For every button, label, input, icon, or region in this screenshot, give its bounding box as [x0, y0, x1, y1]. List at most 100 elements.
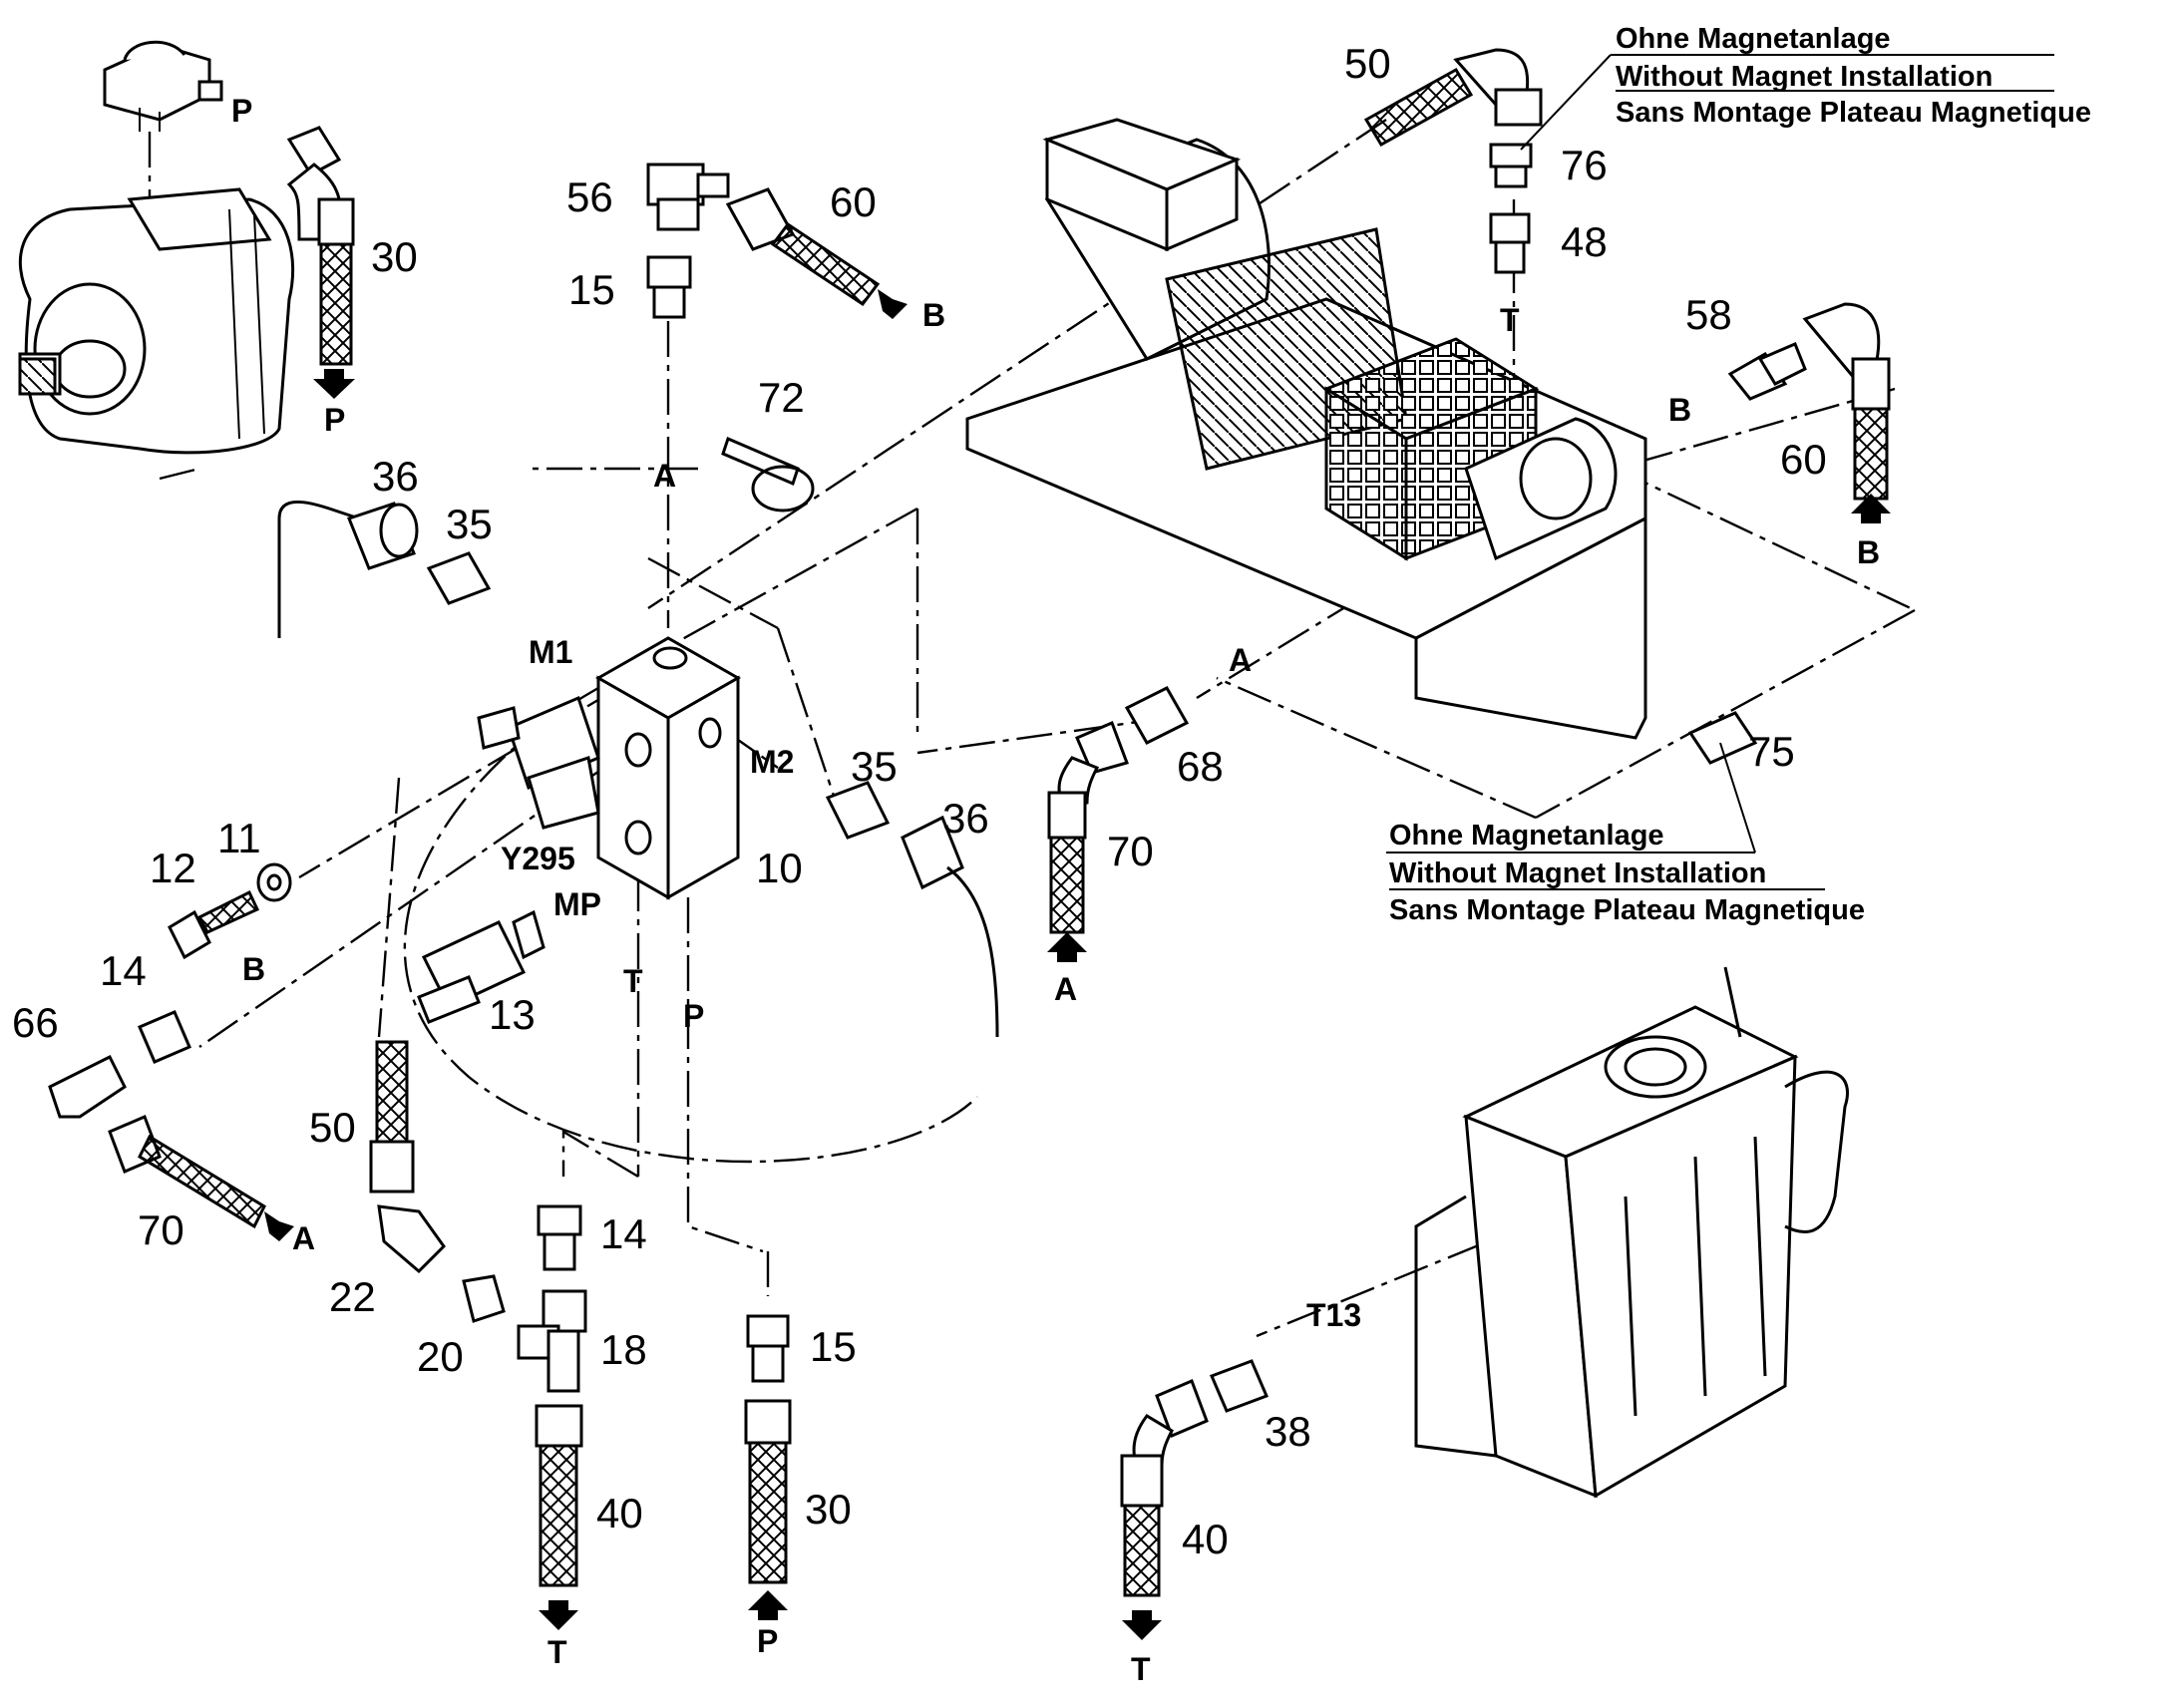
hose-60-right: [1802, 302, 1891, 501]
arrow-up-b-right: [1851, 494, 1891, 523]
hose-36-right: [901, 815, 999, 1038]
fitting-68: [1124, 686, 1190, 745]
port-labels: P P B A T B B M1 M2 A A Y295 MP B T P A …: [231, 93, 1880, 1687]
port-label-t13: T13: [1306, 1297, 1361, 1333]
port-label-a: A: [1054, 971, 1077, 1007]
part-label-75: 75: [1748, 728, 1795, 775]
part-label-40: 40: [596, 1490, 643, 1537]
arrow-right-b-top: [878, 289, 908, 319]
svg-text:Ohne Magnetanlage: Ohne Magnetanlage: [1616, 23, 1891, 55]
part-label-30: 30: [371, 233, 418, 280]
port-label-m2: M2: [750, 744, 794, 780]
port-label-p: P: [757, 1623, 778, 1659]
port-label-mp: MP: [553, 886, 601, 922]
part-label-56: 56: [566, 173, 613, 220]
port-label-p: P: [324, 402, 345, 438]
part-label-60: 60: [830, 178, 877, 225]
part-label-48: 48: [1561, 218, 1608, 265]
svg-text:Ohne Magnetanlage: Ohne Magnetanlage: [1389, 820, 1664, 852]
hose-30-bottom: [744, 1399, 792, 1584]
port-label-y295: Y295: [501, 841, 575, 876]
part-label-72: 72: [758, 374, 805, 421]
part-label-58: 58: [1685, 291, 1732, 338]
solenoid-valve-y295: [477, 695, 600, 830]
fitting-48: [1489, 212, 1531, 274]
arrow-down-t-bottom: [539, 1600, 578, 1630]
hose-70-right: [1047, 721, 1129, 934]
fitting-14-bottom: [537, 1204, 582, 1271]
fitting-35-right: [825, 781, 891, 840]
part-label-38: 38: [1265, 1408, 1311, 1455]
part-label-35: 35: [446, 501, 493, 547]
arrow-down-t-right: [1122, 1610, 1162, 1640]
part-label-15: 15: [568, 266, 615, 313]
fitting-14-left: [138, 1010, 191, 1064]
hose-50-top: [1363, 48, 1543, 148]
part-label-14: 14: [600, 1210, 647, 1257]
part-label-36: 36: [942, 795, 989, 842]
port-label-t: T: [623, 963, 643, 999]
port-label-m1: M1: [529, 634, 572, 670]
note-leaders: [1386, 54, 2054, 854]
port-label-t: T: [1131, 1651, 1151, 1687]
part-label-11: 11: [217, 815, 261, 861]
part-label-18: 18: [600, 1326, 647, 1373]
hydraulic-pump: [18, 187, 295, 455]
part-label-30: 30: [805, 1486, 852, 1533]
flow-arrows: [264, 289, 1891, 1640]
hose-40-bottom: [535, 1404, 583, 1587]
washer-11: [256, 862, 292, 902]
fitting-15-bottom: [746, 1314, 790, 1383]
part-label-70: 70: [1107, 828, 1154, 874]
port-label-t: T: [1500, 302, 1520, 338]
elbow-fitting-56: [646, 163, 730, 231]
elbow-66: [48, 1054, 127, 1119]
part-label-12: 12: [150, 845, 196, 891]
fitting-15-top: [646, 255, 692, 319]
arrow-down-p-top: [313, 369, 355, 399]
part-label-20: 20: [417, 1333, 464, 1380]
elbow-22: [377, 1204, 446, 1274]
arrow-right-a-left: [264, 1211, 294, 1241]
part-label-50: 50: [1344, 40, 1391, 87]
port-label-b: B: [1857, 534, 1880, 570]
arrow-up-a-right: [1047, 932, 1087, 962]
port-label-a: A: [653, 458, 676, 494]
svg-text:Sans Montage Plateau Magnetiqu: Sans Montage Plateau Magnetique: [1616, 97, 2091, 129]
fitting-38: [1210, 1359, 1269, 1413]
part-label-60: 60: [1780, 436, 1827, 483]
port-label-p: P: [231, 93, 252, 129]
part-label-10: 10: [756, 845, 803, 891]
plug-76: [1489, 143, 1533, 188]
part-label-68: 68: [1177, 743, 1224, 790]
port-label-a: A: [1229, 642, 1252, 678]
electric-motor-assembly: [965, 118, 1647, 740]
svg-text:Sans Montage Plateau Magnetiqu: Sans Montage Plateau Magnetique: [1389, 894, 1865, 926]
part-label-66: 66: [12, 999, 59, 1046]
part-label-14: 14: [100, 947, 147, 994]
part-label-70: 70: [138, 1206, 184, 1253]
hose-60-top: [725, 187, 881, 307]
note-without-magnet-top: Ohne Magnetanlage Without Magnet Install…: [1616, 23, 2091, 129]
hose-40-right: [1120, 1379, 1209, 1597]
fitting-58: [1727, 342, 1807, 401]
part-label-76: 76: [1561, 142, 1608, 188]
test-coupling-13: [417, 909, 545, 1024]
arrow-up-p-bottom: [748, 1590, 788, 1620]
part-number-labels: 30 56 60 15 72 36 35 50 76 48 58 60 35 3…: [12, 40, 1827, 1562]
tee-18: [517, 1289, 587, 1393]
port-label-b: B: [1668, 392, 1691, 428]
hose-30-top: [286, 126, 355, 366]
hose-50-bottom: [369, 1040, 415, 1194]
hose-70-left: [108, 1115, 266, 1229]
valve-block-10: [594, 636, 742, 900]
part-label-22: 22: [329, 1273, 376, 1320]
svg-text:Without Magnet Installation: Without Magnet Installation: [1616, 61, 1993, 93]
port-label-t: T: [547, 1634, 567, 1670]
plug-20: [462, 1274, 506, 1323]
port-label-b: B: [922, 297, 945, 333]
screw-12: [168, 889, 260, 960]
hydraulic-tank: [1414, 966, 1849, 1499]
part-label-35: 35: [851, 743, 898, 790]
